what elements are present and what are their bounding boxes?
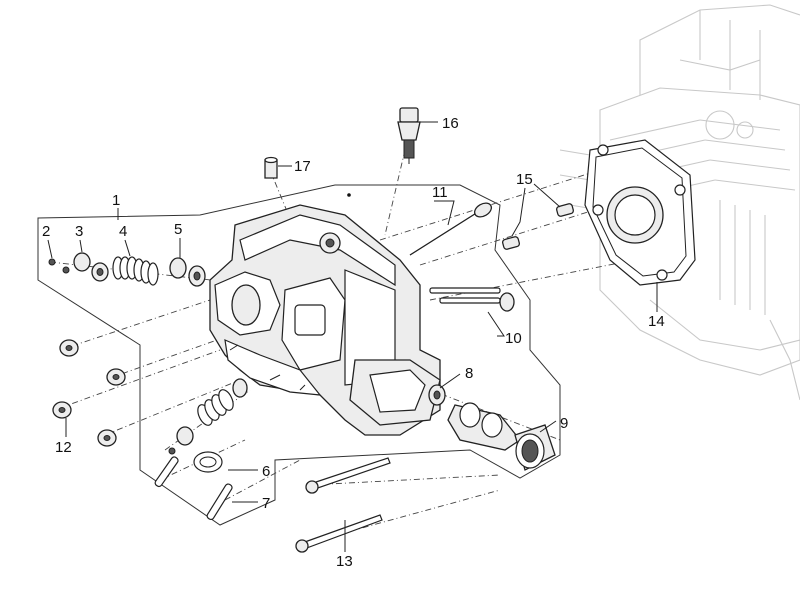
upper-valve-springs [48, 252, 206, 287]
callout-17: 17 [294, 158, 311, 175]
callout-10: 10 [505, 330, 522, 347]
valve-10 [429, 287, 515, 312]
callout-9: 9 [560, 415, 568, 432]
callout-16: 16 [442, 115, 459, 132]
bearing-8 [428, 384, 446, 406]
cylinder-head [209, 193, 441, 436]
callout-2: 2 [42, 223, 50, 240]
callout-6: 6 [262, 463, 270, 480]
studs-13 [295, 457, 391, 553]
callout-5: 5 [174, 221, 182, 238]
callout-12: 12 [55, 439, 72, 456]
camshaft [447, 402, 521, 451]
lower-valve-springs [168, 378, 248, 455]
ghost-engine-block [559, 4, 800, 401]
callout-14: 14 [648, 313, 665, 330]
temperature-sensor [397, 107, 421, 164]
dowel-pin-17 [264, 156, 278, 179]
callout-leaders [47, 121, 658, 552]
valve-11 [409, 202, 493, 256]
callout-4: 4 [119, 223, 127, 240]
callout-8: 8 [465, 365, 473, 382]
callout-13: 13 [336, 553, 353, 570]
assembly-frame-1 [37, 184, 561, 526]
flange-nuts-12 [52, 339, 126, 447]
callout-3: 3 [75, 223, 83, 240]
callout-11: 11 [432, 184, 448, 201]
needle-bearing-9 [514, 424, 556, 471]
callout-labels: 1 2 3 4 5 6 7 8 9 10 11 12 13 14 15 16 1… [42, 115, 665, 570]
head-gasket [584, 139, 696, 286]
dowels-15 [502, 203, 574, 250]
callout-7: 7 [262, 495, 270, 512]
callout-15: 15 [516, 171, 533, 188]
guide-pins-7 [154, 456, 233, 521]
valve-seal-6 [193, 451, 223, 473]
callout-1: 1 [112, 192, 120, 209]
